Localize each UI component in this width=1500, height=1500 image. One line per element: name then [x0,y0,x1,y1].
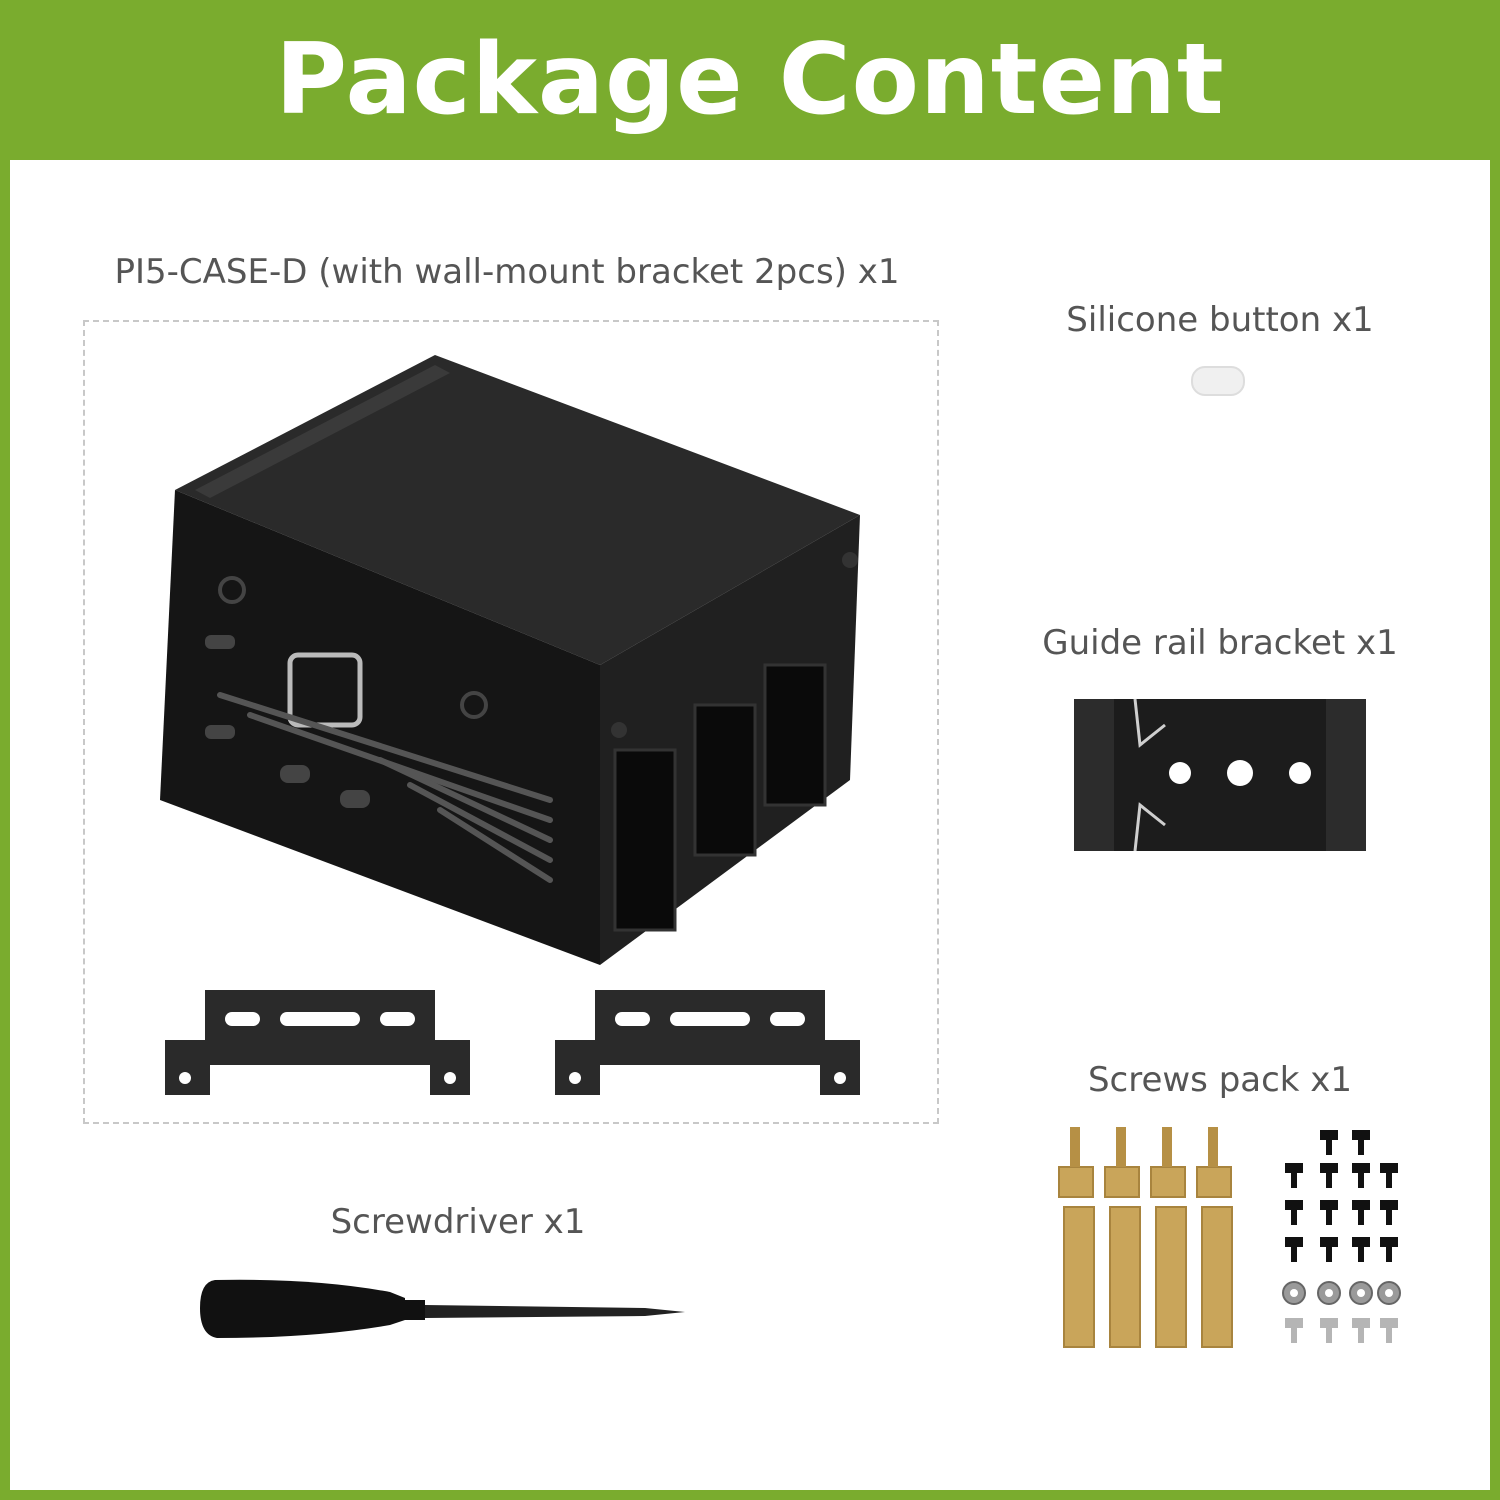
screws-caption: Screws pack x1 [1087,1060,1353,1100]
screwdriver-image [200,1279,685,1338]
content-panel: PI5-CASE-D (with wall-mount bracket 2pcs… [10,160,1490,1490]
page-title: Package Content [275,23,1225,137]
silicone-button-image [1191,366,1245,396]
case-group-frame [83,320,939,1124]
guide-rail-caption: Guide rail bracket x1 [1042,623,1398,663]
silicone-button-caption: Silicone button x1 [1066,300,1374,340]
case-image [160,355,860,1095]
guide-rail-image [1074,698,1366,852]
screws-pack-image [1058,1127,1401,1348]
case-caption: PI5-CASE-D (with wall-mount bracket 2pcs… [114,252,900,292]
header-banner: Package Content [0,0,1500,160]
screwdriver-caption: Screwdriver x1 [330,1202,586,1242]
